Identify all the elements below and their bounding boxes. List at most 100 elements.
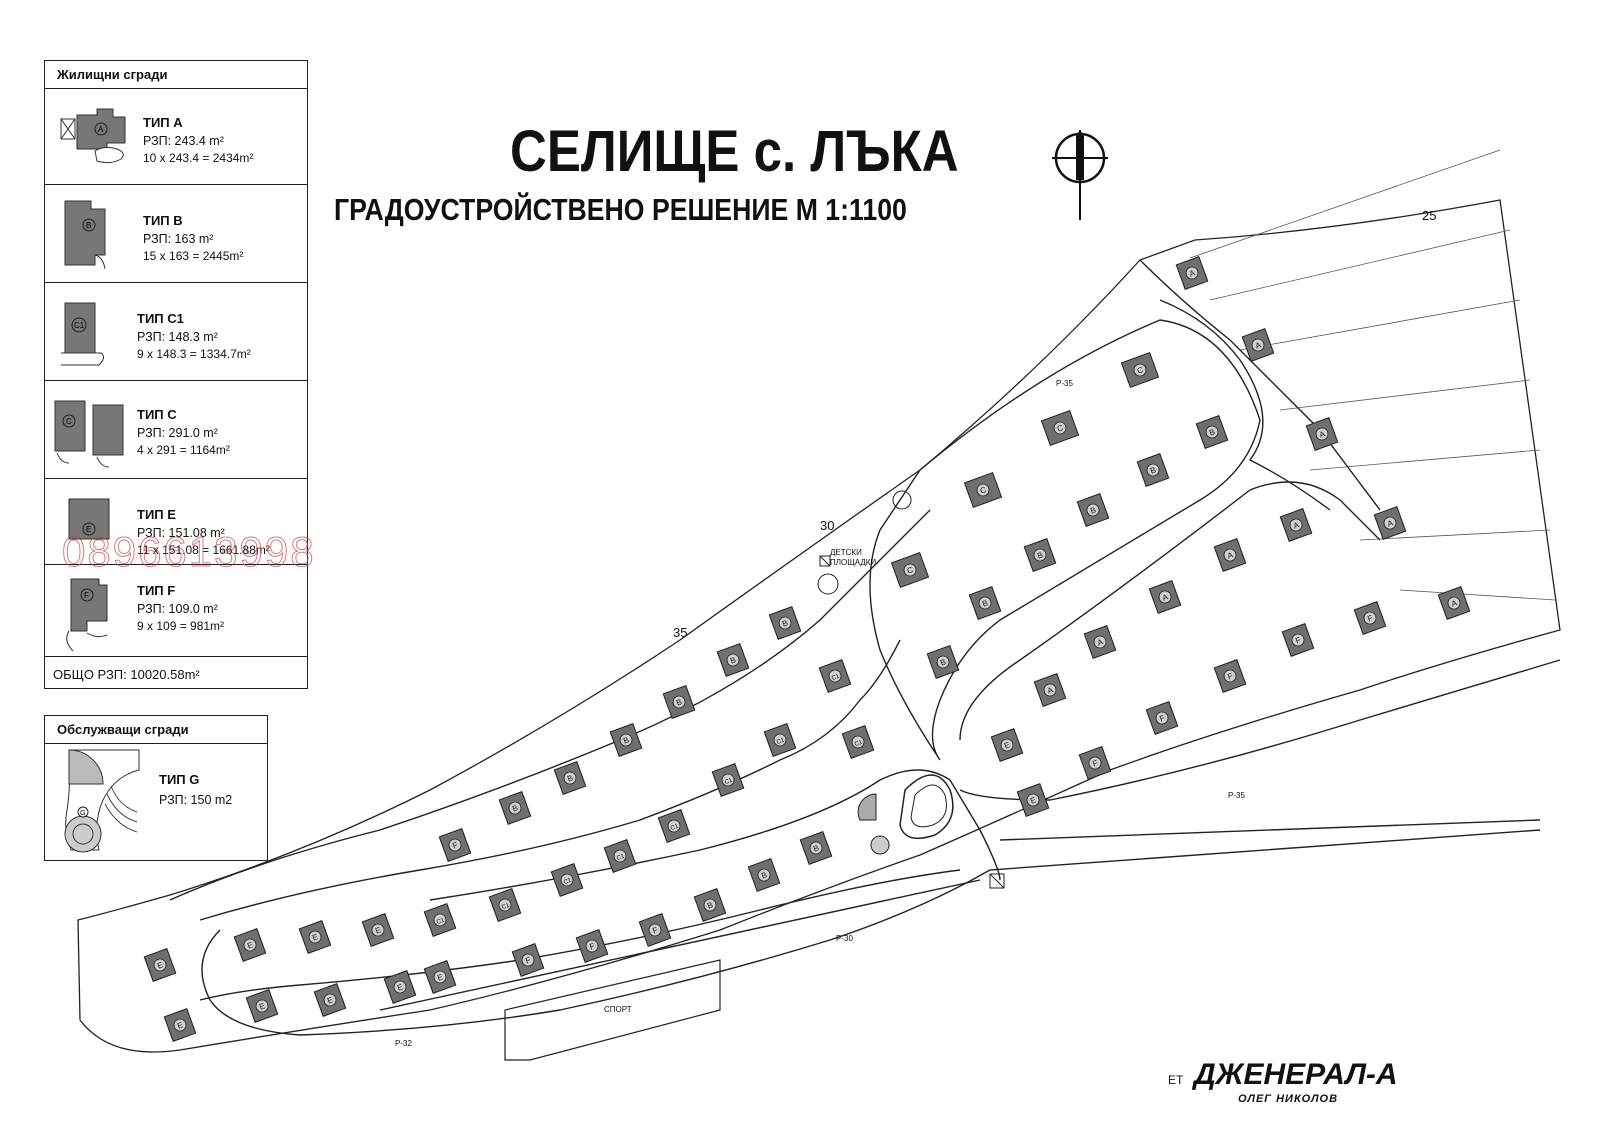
building-type-e: E: [298, 920, 332, 954]
svg-text:E: E: [86, 525, 91, 534]
type-b-rzp: РЗП: 163 m²: [143, 232, 214, 246]
svg-text:B: B: [1089, 505, 1097, 515]
building-type-f: F: [575, 929, 609, 963]
svg-text:B: B: [1149, 465, 1157, 475]
svg-text:G: G: [80, 810, 85, 817]
svg-text:C1: C1: [436, 918, 446, 926]
building-type-f: F: [511, 943, 545, 977]
building-type-a: A: [1083, 625, 1117, 659]
type-c1-name: ТИП C1: [137, 311, 184, 326]
svg-text:C: C: [1056, 423, 1065, 434]
svg-text:A: A: [1188, 268, 1197, 279]
svg-text:B: B: [511, 803, 519, 813]
type-g-name: ТИП G: [159, 772, 200, 787]
contour-label-25: 25: [1422, 208, 1437, 223]
svg-text:E: E: [326, 995, 334, 1005]
building-type-e: E: [383, 970, 417, 1004]
building-type-e: E: [245, 989, 279, 1023]
svg-text:A: A: [1226, 550, 1235, 561]
building-type-c1: C1: [763, 723, 797, 757]
playground-label: ДЕТСКИ ПЛОЩАДКИ: [830, 548, 877, 567]
svg-text:B: B: [939, 657, 947, 667]
svg-text:C1: C1: [724, 778, 734, 786]
type-e-rzp: РЗП: 151.08 m²: [137, 526, 225, 540]
svg-text:A: A: [1292, 520, 1301, 531]
svg-text:C1: C1: [74, 321, 85, 330]
building-type-a: A: [1033, 673, 1067, 707]
building-type-f: F: [1078, 746, 1112, 780]
svg-text:C: C: [1136, 365, 1145, 376]
road-inner-loop-1: [869, 319, 1261, 761]
building-type-e: E: [143, 948, 177, 982]
building-type-a: A: [1175, 256, 1209, 290]
type-g-icon: G: [64, 749, 140, 853]
svg-text:F: F: [1294, 635, 1302, 645]
type-c-rzp: РЗП: 291.0 m²: [137, 426, 218, 440]
legend-service: Обслужващи сгради G ТИП G РЗП: 150 m2: [44, 715, 268, 861]
svg-text:A: A: [1161, 592, 1170, 603]
building-type-c1: C1: [818, 659, 852, 693]
type-b-calc: 15 x 163 = 2445m²: [143, 249, 244, 263]
building-type-c1: C1: [550, 863, 584, 897]
building-type-b: B: [799, 831, 833, 865]
building-type-c1: C1: [657, 809, 691, 843]
svg-text:E: E: [396, 982, 404, 992]
svg-text:B: B: [566, 773, 574, 783]
building-type-a: A: [1305, 417, 1339, 451]
svg-text:E: E: [1003, 740, 1011, 750]
svg-text:A: A: [1254, 340, 1263, 351]
type-c-icon: C: [54, 400, 124, 468]
svg-text:A: A: [1318, 429, 1327, 440]
sport-area: [504, 959, 721, 1061]
type-f-icon: F: [66, 578, 108, 652]
building-type-f: F: [1353, 601, 1387, 635]
type-f-rzp: РЗП: 109.0 m²: [137, 602, 218, 616]
contour-label-30: 30: [820, 518, 835, 533]
svg-text:B: B: [729, 655, 737, 665]
building-type-b: B: [768, 606, 802, 640]
svg-text:A: A: [1096, 637, 1105, 648]
road-label-p30: P-30: [836, 934, 853, 943]
legend2-heading: Обслужващи сгради: [45, 716, 267, 744]
svg-text:F: F: [1366, 613, 1374, 623]
service-complex: [817, 490, 1005, 889]
type-b-name: ТИП B: [143, 213, 183, 228]
svg-text:A: A: [98, 125, 104, 134]
page-title: СЕЛИЩЕ с. ЛЪКА: [510, 119, 959, 184]
svg-text:C: C: [979, 485, 988, 496]
type-f-name: ТИП F: [137, 583, 176, 598]
brand-prefix: ЕТ: [1168, 1073, 1184, 1087]
building-type-e: E: [233, 928, 267, 962]
svg-text:F: F: [451, 840, 459, 850]
svg-text:E: E: [258, 1001, 266, 1011]
svg-text:F: F: [588, 941, 596, 951]
svg-text:A: A: [1386, 518, 1395, 529]
svg-text:F: F: [1226, 671, 1234, 681]
type-a-name: ТИП А: [143, 115, 183, 130]
building-type-a: A: [1241, 328, 1275, 362]
svg-text:C1: C1: [854, 740, 864, 748]
svg-text:F: F: [84, 591, 89, 600]
type-a-calc: 10 x 243.4 = 2434m²: [143, 151, 254, 165]
svg-text:F: F: [524, 955, 532, 965]
svg-text:F: F: [1091, 758, 1099, 768]
legend-residential: Жилищни сгради A ТИП А РЗП: 243.4 m² 10 …: [44, 60, 308, 689]
building-type-c: C: [1040, 410, 1080, 446]
svg-text:C1: C1: [776, 738, 786, 746]
type-c-name: ТИП C: [137, 407, 177, 422]
legend-row-type-c1: C1 ТИП C1 РЗП: 148.3 m² 9 x 148.3 = 1334…: [45, 283, 307, 381]
svg-text:E: E: [246, 940, 254, 950]
svg-text:E: E: [436, 972, 444, 982]
page-subtitle: ГРАДОУСТРОЙСТВЕНО РЕШЕНИЕ М 1:1100: [334, 192, 907, 227]
svg-text:B: B: [981, 598, 989, 608]
svg-text:B: B: [1208, 427, 1216, 437]
road-label-p32: P-32: [395, 1039, 412, 1048]
svg-text:C: C: [66, 417, 72, 426]
building-type-e: E: [163, 1008, 197, 1042]
road-label-p35-upper: P-35: [1056, 379, 1073, 388]
building-type-e: E: [990, 728, 1024, 762]
building-type-b: B: [498, 791, 532, 825]
building-type-a: A: [1213, 538, 1247, 572]
svg-text:E: E: [374, 925, 382, 935]
building-type-a: A: [1148, 580, 1182, 614]
